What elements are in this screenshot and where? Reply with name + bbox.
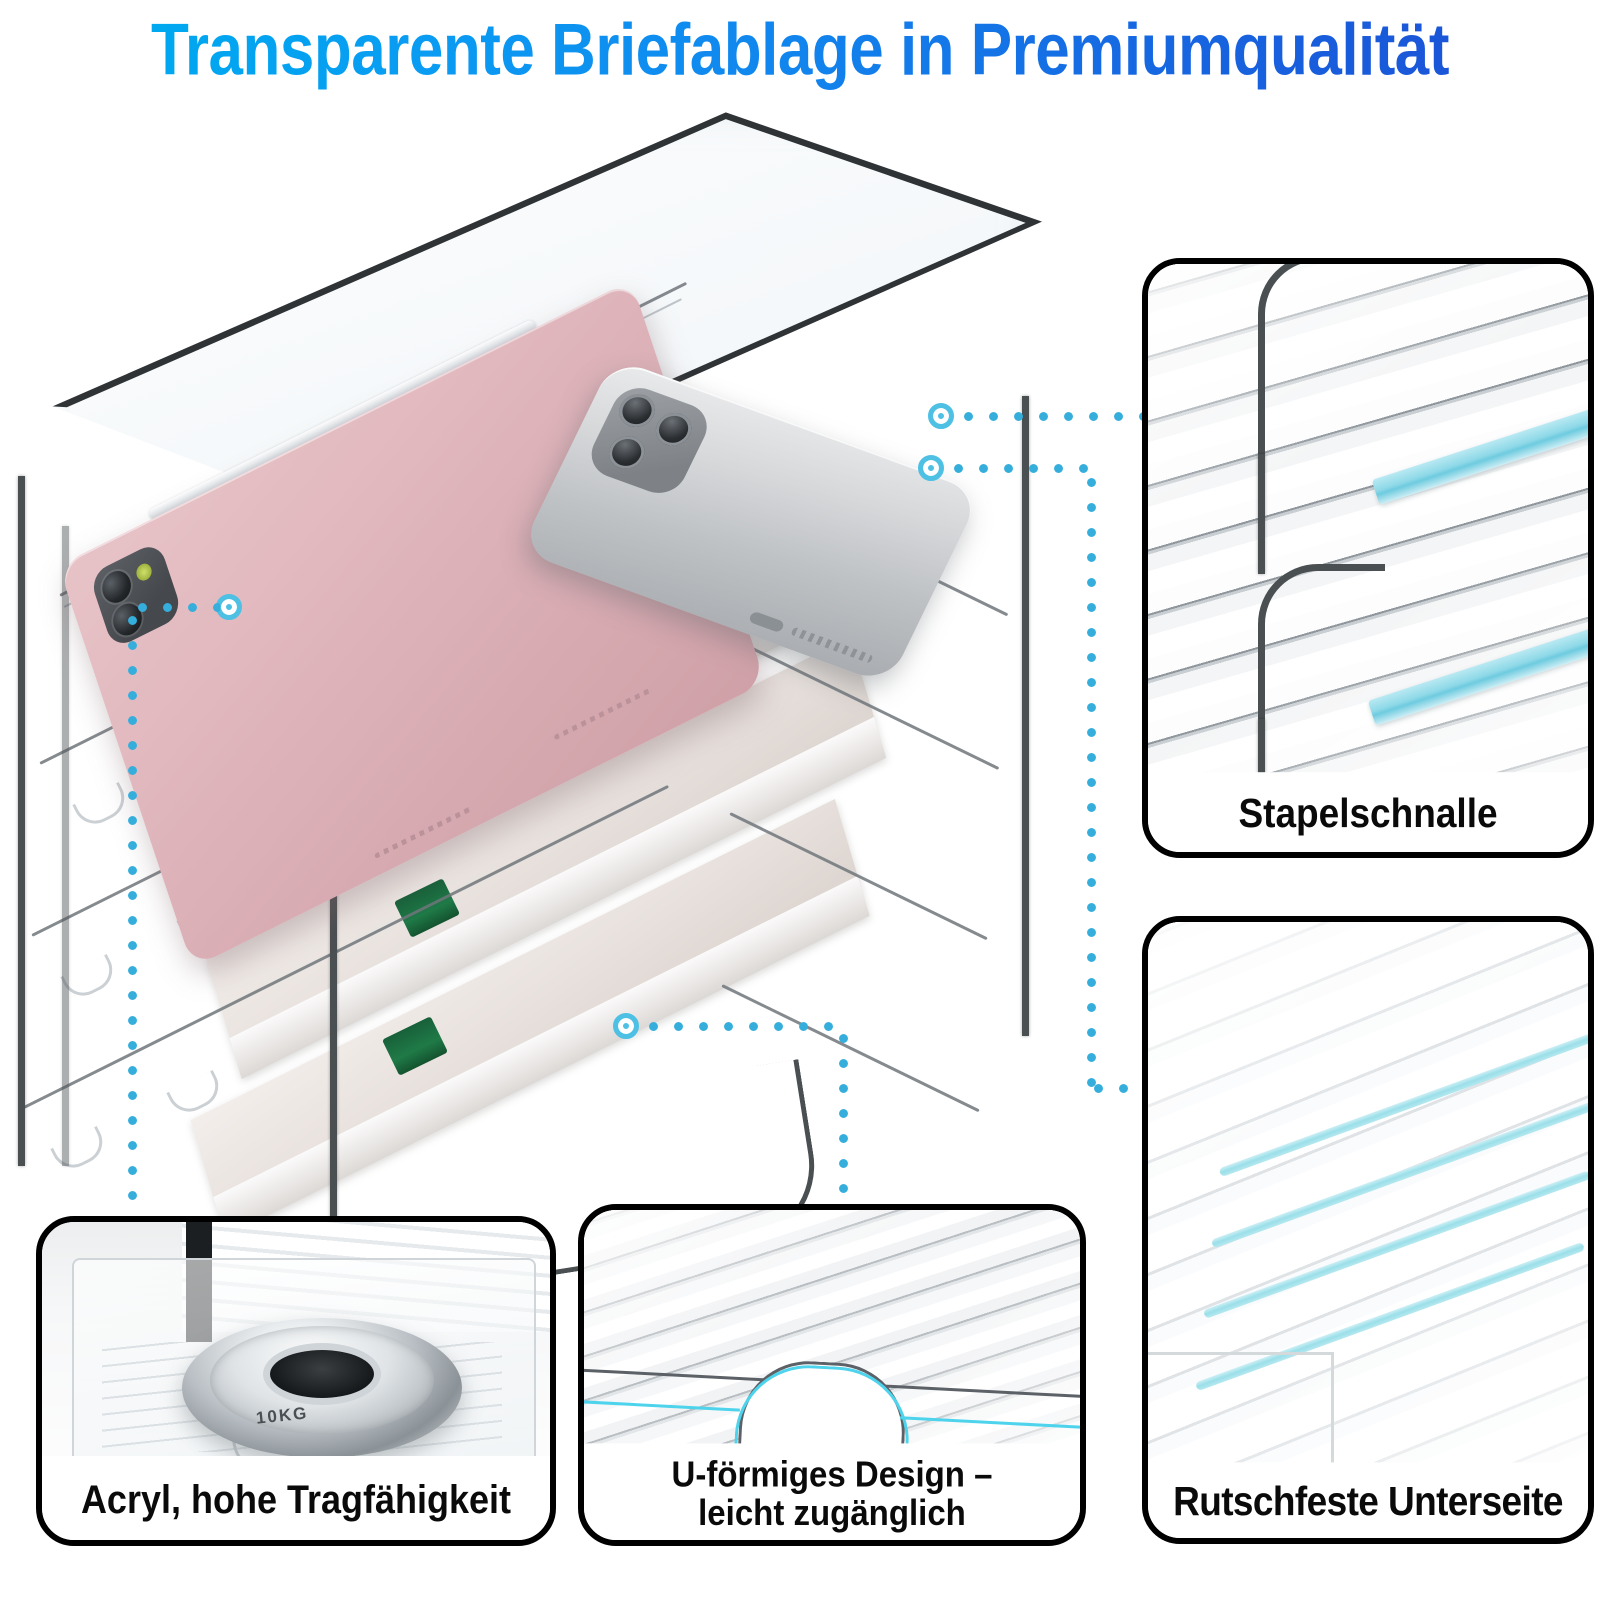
callout-photo-stapelschnalle	[1148, 264, 1588, 788]
callout-anchor-udesign	[613, 1013, 639, 1039]
acrylic-letter-tray-stack	[0, 96, 1110, 1308]
tray-hook	[166, 1069, 226, 1120]
tray-rim-curve	[1148, 1352, 1334, 1478]
callout-card-stapelschnalle[interactable]: Stapelschnalle	[1142, 258, 1594, 858]
camera-lens-icon	[603, 431, 651, 474]
callout-photo-udesign	[584, 1210, 1080, 1460]
callout-line-udesign-vertical	[838, 1026, 849, 1206]
tray-hook	[50, 1125, 110, 1176]
tray-left-wall-inner	[62, 526, 69, 1166]
phone-charging-port	[747, 610, 786, 634]
callout-photo-rutschfeste	[1148, 922, 1588, 1478]
callout-caption-udesign: U-förmiges Design – leicht zugänglich	[584, 1443, 1080, 1540]
callout-caption-udesign-line2: leicht zugänglich	[698, 1491, 966, 1533]
acrylic-wall-edge	[1258, 719, 1265, 788]
callout-caption-acryl: Acryl, hohe Tragfähigkeit	[42, 1456, 550, 1540]
tray-left-wall	[18, 476, 25, 1166]
callout-card-rutschfeste-unterseite[interactable]: Rutschfeste Unterseite	[1142, 916, 1594, 1544]
callout-line-acryl-vertical	[127, 608, 138, 1216]
callout-photo-acryl: 10KG	[42, 1222, 550, 1472]
product-hero-image	[0, 96, 1110, 1308]
callout-line-stapelschnalle-a	[956, 411, 1148, 422]
camera-flash-icon	[134, 560, 154, 584]
callout-caption-udesign-line1: U-förmiges Design –	[671, 1453, 993, 1495]
callout-line-udesign-horizontal	[641, 1021, 849, 1032]
page-title-bar: Transparente Briefablage in Premiumquali…	[0, 0, 1600, 100]
callout-line-b-to-rutschfeste	[1086, 1083, 1148, 1094]
top-acrylic-panel	[22, 104, 1042, 524]
callout-line-b-vertical	[1086, 470, 1097, 1090]
camera-lens-icon	[650, 408, 698, 451]
acrylic-wall-edge	[1258, 564, 1385, 741]
page-title: Transparente Briefablage in Premiumquali…	[150, 9, 1450, 91]
camera-lens-icon	[613, 389, 661, 432]
callout-line-b-horizontal	[946, 463, 1098, 474]
acrylic-wall-edge	[1258, 264, 1385, 471]
tray-front-wall	[330, 716, 337, 1256]
callout-line-acryl-horizontal	[130, 602, 220, 613]
callout-anchor-stapelschnalle-b	[918, 455, 944, 481]
weight-plate-center-hole	[270, 1350, 374, 1398]
phone-camera-module	[582, 380, 716, 501]
acrylic-wall-edge	[1258, 454, 1265, 574]
callout-card-u-foermiges-design[interactable]: U-förmiges Design – leicht zugänglich	[578, 1204, 1086, 1546]
tablet-speaker-grill	[553, 686, 654, 741]
callout-anchor-stapelschnalle-a	[928, 403, 954, 429]
tray-right-wall	[1022, 396, 1029, 1036]
callout-card-acryl-tragfaehigkeit[interactable]: 10KG Acryl, hohe Tragfähigkeit	[36, 1216, 556, 1546]
callout-caption-rutschfeste: Rutschfeste Unterseite	[1148, 1462, 1588, 1538]
callout-caption-stapelschnalle: Stapelschnalle	[1148, 772, 1588, 852]
